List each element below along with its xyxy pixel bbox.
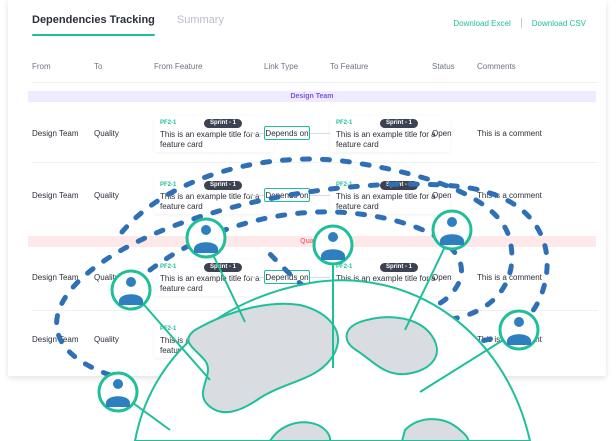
cell-to: Quality: [94, 335, 119, 344]
tabs: Dependencies Tracking Summary: [32, 14, 224, 40]
feature-key: PF2-1: [160, 264, 177, 270]
header-from-feature: From Feature: [154, 62, 203, 71]
sprint-badge: Sprint - 1: [204, 119, 243, 128]
header-to-feature: To Feature: [330, 62, 369, 71]
download-excel-link[interactable]: Download Excel: [453, 18, 511, 28]
header-from: From: [32, 62, 51, 71]
feature-title: This is an example title for a feature c…: [336, 336, 436, 355]
download-csv-link[interactable]: Download CSV: [531, 18, 586, 28]
from-feature-card[interactable]: PF2-1 Sprint - 1 This is an example titl…: [154, 116, 274, 152]
cell-status: Open: [432, 191, 452, 200]
feature-key: PF2-1: [336, 120, 353, 126]
cell-from: Design Team: [32, 129, 79, 138]
link-type-pill[interactable]: Depends on: [264, 270, 310, 284]
cell-status: Open: [432, 335, 452, 344]
download-actions: Download Excel Download CSV: [453, 18, 586, 28]
from-feature-card[interactable]: PF2-1 Sprint - 1 This is an example titl…: [154, 322, 274, 358]
feature-title: This is an example title for a feature c…: [336, 130, 436, 149]
divider: [32, 82, 598, 83]
table-row[interactable]: Design Team Quality PF2-1 Sprint - 1 Thi…: [32, 252, 598, 304]
cell-comment: This is a comment: [477, 335, 542, 344]
cell-comment: This is a comment: [477, 273, 542, 282]
cell-status: Open: [432, 129, 452, 138]
table-row[interactable]: Design Team Quality PF2-1 Sprint - 1 Thi…: [32, 170, 598, 222]
divider: [32, 310, 598, 311]
header-status: Status: [432, 62, 455, 71]
cell-comment: This is a comment: [477, 129, 542, 138]
dependencies-card: Dependencies Tracking Summary Download E…: [8, 0, 606, 376]
cell-from: Design Team: [32, 191, 79, 200]
group-design-team: Design Team: [28, 91, 596, 102]
feature-key: PF2-1: [160, 182, 177, 188]
cell-to: Quality: [94, 273, 119, 282]
header-comments: Comments: [477, 62, 516, 71]
table-header: From To From Feature Link Type To Featur…: [32, 62, 592, 76]
sprint-badge: Sprint - 1: [380, 119, 419, 128]
from-feature-card[interactable]: PF2-1 Sprint - 1 This is an example titl…: [154, 178, 274, 214]
to-feature-card[interactable]: PF2-1 Sprint - 1 This is an example titl…: [330, 116, 450, 152]
link-connector-right: [310, 195, 330, 196]
header-to: To: [94, 62, 103, 71]
table-row[interactable]: Design Team Quality PF2-1 Sprint - 1 Thi…: [32, 108, 598, 160]
link-type-pill[interactable]: Depends on: [264, 126, 310, 140]
cell-to: Quality: [94, 191, 119, 200]
link-connector-right: [310, 133, 330, 134]
tab-summary[interactable]: Summary: [176, 14, 224, 26]
group-quality: Quality: [28, 236, 596, 247]
feature-title: This is an example title for a feature c…: [160, 130, 260, 149]
sprint-badge: Sprint - 1: [204, 263, 243, 272]
cell-from: Design Team: [32, 273, 79, 282]
cell-status: Open: [432, 273, 452, 282]
table-row[interactable]: Design Team Quality PF2-1 Sprint - 1 Thi…: [32, 314, 598, 366]
feature-key: PF2-1: [160, 326, 177, 332]
person-icon: [97, 371, 139, 413]
link-connector-left: [246, 195, 264, 196]
divider: [32, 162, 598, 163]
cell-to: Quality: [94, 129, 119, 138]
sprint-badge: Sprint - 1: [380, 325, 419, 334]
feature-title: This is an example title for a feature c…: [336, 274, 436, 293]
feature-key: PF2-1: [336, 326, 353, 332]
link-type-pill[interactable]: Depends on: [264, 188, 310, 202]
sprint-badge: Sprint - 1: [204, 181, 243, 190]
feature-title: This is an example title for a feature c…: [160, 336, 260, 355]
feature-key: PF2-1: [336, 264, 353, 270]
cell-comment: This is a comment: [477, 191, 542, 200]
feature-key: PF2-1: [336, 182, 353, 188]
tab-dependencies-tracking[interactable]: Dependencies Tracking: [32, 14, 155, 36]
from-feature-card[interactable]: PF2-1 Sprint - 1 This is an example titl…: [154, 260, 274, 296]
sprint-badge: Sprint - 1: [380, 181, 419, 190]
link-connector-right: [310, 277, 330, 278]
sprint-badge: Sprint - 1: [204, 325, 243, 334]
feature-key: PF2-1: [160, 120, 177, 126]
header-link-type: Link Type: [264, 62, 299, 71]
sprint-badge: Sprint - 1: [380, 263, 419, 272]
cell-from: Design Team: [32, 335, 79, 344]
link-connector-left: [246, 277, 264, 278]
link-connector-left: [246, 133, 264, 134]
feature-title: This is an example title for a feature c…: [336, 192, 436, 211]
download-separator: [520, 18, 522, 28]
